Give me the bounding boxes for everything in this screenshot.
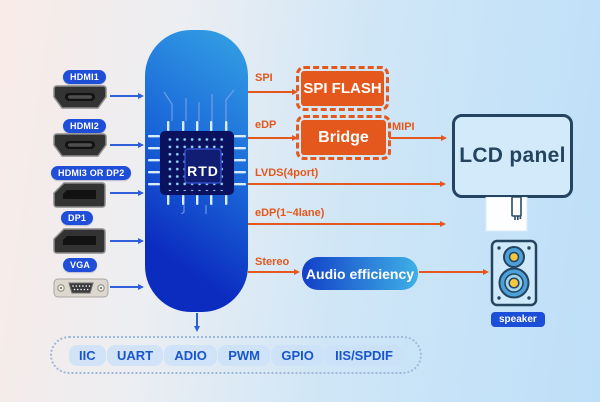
bus-label-lvds: LVDS(4port) <box>255 167 319 179</box>
vga-connector-icon <box>53 278 109 298</box>
arrow-dp1-to-soc <box>110 240 138 242</box>
bus-label-edp-direct: eDP(1~4lane) <box>255 207 325 219</box>
bus-label-spi: SPI <box>255 72 273 84</box>
input-tag-hdmi1: HDMI1 <box>63 70 107 84</box>
peripheral-iis-spdif: IIS/SPDIF <box>325 344 403 366</box>
arrow-hdmi3-to-soc <box>110 192 138 194</box>
peripheral-iic: IIC <box>69 344 106 366</box>
hdmi3-dp2-connector-icon <box>53 182 106 208</box>
soc-chip-icon: RTD <box>148 89 246 214</box>
speaker-label: speaker <box>491 312 545 327</box>
hdmi2-connector-icon <box>53 133 107 157</box>
peripheral-bus-box: IIC UART ADIO PWM GPIO IIS/SPDIF <box>50 336 422 374</box>
peripheral-pwm: PWM <box>218 344 270 366</box>
arrow-edp-direct <box>248 223 440 225</box>
bridge-box: Bridge <box>296 115 391 160</box>
arrow-hdmi2-to-soc <box>110 144 138 146</box>
lcd-panel-label: LCD panel <box>459 144 566 167</box>
lcd-stand-cable-icon <box>485 197 528 232</box>
peripheral-adio: ADIO <box>164 344 217 366</box>
lcd-panel-box: LCD panel <box>452 114 573 198</box>
peripheral-gpio: GPIO <box>271 344 324 366</box>
spi-flash-box: SPI FLASH <box>296 66 389 111</box>
hdmi1-connector-icon <box>53 85 107 109</box>
input-tag-hdmi2: HDMI2 <box>63 119 107 133</box>
speaker-icon <box>490 239 538 307</box>
arrow-stereo <box>248 271 294 273</box>
arrow-vga-to-soc <box>110 286 138 288</box>
soc-name: RTD <box>187 163 219 179</box>
arrow-audio-to-speaker <box>419 271 483 273</box>
arrow-lvds <box>248 183 440 185</box>
arrow-hdmi1-to-soc <box>110 95 138 97</box>
bus-label-mipi: MIPI <box>392 121 415 133</box>
input-tag-dp1: DP1 <box>61 211 94 225</box>
arrow-spi <box>248 91 292 93</box>
bus-label-edp: eDP <box>255 119 277 131</box>
peripheral-uart: UART <box>106 344 164 366</box>
arrow-soc-to-peripherals <box>196 313 198 326</box>
arrow-edp <box>248 137 292 139</box>
audio-efficiency-box: Audio efficiency <box>302 257 418 290</box>
arrow-mipi <box>389 137 441 139</box>
input-tag-hdmi3-dp2: HDMI3 OR DP2 <box>51 166 132 180</box>
dp1-connector-icon <box>53 228 106 254</box>
input-tag-vga: VGA <box>63 258 98 272</box>
bus-label-stereo: Stereo <box>255 256 290 268</box>
